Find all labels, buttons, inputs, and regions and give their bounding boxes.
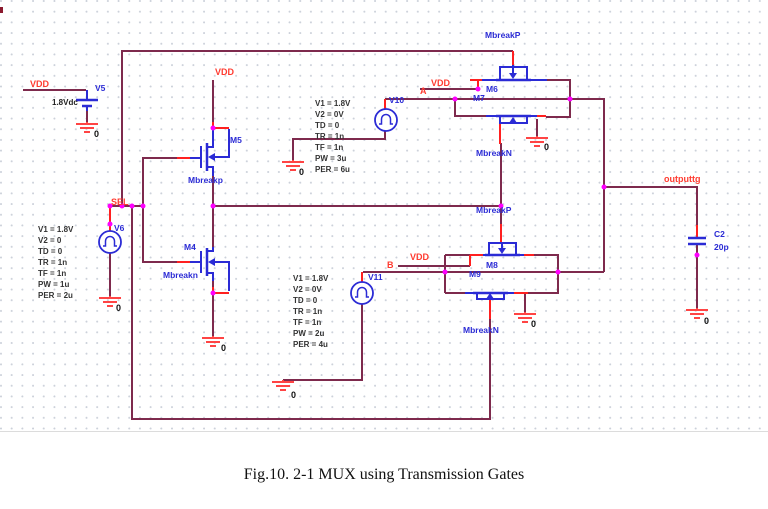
ground-v6: [99, 296, 121, 307]
ground-label-v5: 0: [94, 129, 100, 139]
model-tg1-pmos: MbreakP: [485, 30, 521, 40]
param-line: TF = 1n: [315, 143, 344, 152]
param-line: TF = 1n: [293, 318, 322, 327]
params-v6: V1 = 1.8V V2 = 0 TD = 0 TR = 1n TF = 1n PW = …: [38, 224, 73, 301]
net-label-vdd-left: VDD: [30, 79, 50, 89]
ground-v10: [282, 160, 304, 171]
wires: [23, 50, 698, 420]
schematic-area: VDD VDD VDD VDD SEL A B outputtg V5 M5 M…: [0, 0, 768, 431]
edge-artifact: [0, 7, 3, 13]
schematic-canvas: [23, 50, 708, 420]
net-label-vdd-m5: VDD: [215, 67, 235, 77]
net-label-a: A: [420, 86, 427, 96]
param-line: TD = 0: [38, 247, 63, 256]
net-label-b: B: [387, 260, 394, 270]
ground-label-v6: 0: [116, 303, 122, 313]
ground-m4: [202, 336, 224, 347]
mosfet-m4: [190, 247, 230, 291]
params-v11: V1 = 1.8V V2 = 0V TD = 0 TR = 1n TF = 1n PW =…: [293, 273, 328, 350]
model-tg1-nmos: MbreakN: [476, 148, 512, 158]
ground-label-tg2: 0: [531, 319, 537, 329]
net-label-vdd-tg2: VDD: [410, 252, 430, 262]
ground-tg1: [526, 136, 548, 147]
value-v5: 1.8Vdc: [52, 98, 78, 107]
mosfet-m8: [483, 242, 524, 257]
param-line: PER = 2u: [38, 291, 73, 300]
ground-label-v11: 0: [291, 390, 297, 400]
param-line: V1 = 1.8V: [38, 225, 74, 234]
value-c2: 20p: [714, 242, 729, 252]
param-line: PW = 1u: [38, 280, 70, 289]
refdes-v5: V5: [95, 83, 106, 93]
refdes-m5: M5: [230, 135, 242, 145]
param-line: V2 = 0V: [293, 285, 322, 294]
refdes-c2: C2: [714, 229, 725, 239]
mosfet-m9: [465, 291, 514, 300]
mosfet-m5: [190, 129, 230, 176]
refdes-v6: V6: [114, 223, 125, 233]
ground-label-m4: 0: [221, 343, 227, 353]
pin-stubs: [109, 51, 698, 319]
refdes-m7: M7: [473, 93, 485, 103]
param-line: TD = 0: [315, 121, 340, 130]
params-v10: V1 = 1.8V V2 = 0V TD = 0 TR = 1n TF = 1n PW =…: [315, 98, 350, 175]
param-line: TR = 1n: [293, 307, 323, 316]
model-tg2-pmos: MbreakP: [476, 205, 512, 215]
ground-symbols: [76, 122, 708, 391]
param-line: V2 = 0: [38, 236, 62, 245]
pulse-source-v10: [374, 108, 398, 132]
ground-label-tg1: 0: [544, 142, 550, 152]
param-line: TR = 1n: [315, 132, 345, 141]
figure-caption: Fig.10. 2-1 MUX using Transmission Gates: [243, 466, 525, 483]
param-line: V1 = 1.8V: [315, 99, 351, 108]
pulse-source-v6: [98, 230, 122, 254]
refdes-m9: M9: [469, 269, 481, 279]
net-label-sel: SEL: [111, 197, 129, 207]
schematic-bottom-border: [0, 431, 768, 432]
refdes-m4: M4: [184, 242, 196, 252]
param-line: PW = 2u: [293, 329, 325, 338]
model-m4: Mbreakn: [163, 270, 198, 280]
param-line: TD = 0: [293, 296, 318, 305]
model-m5: Mbreakp: [188, 175, 223, 185]
param-line: PW = 3u: [315, 154, 347, 163]
ground-c2: [686, 308, 708, 319]
param-line: PER = 6u: [315, 165, 350, 174]
refdes-m6: M6: [486, 84, 498, 94]
refdes-v10: V10: [389, 95, 405, 105]
param-line: V2 = 0V: [315, 110, 344, 119]
ground-v11: [272, 380, 294, 391]
net-label-outputtg: outputtg: [664, 174, 701, 184]
refdes-m8: M8: [486, 260, 498, 270]
param-line: TF = 1n: [38, 269, 67, 278]
ground-v5: [76, 122, 98, 133]
param-line: PER = 4u: [293, 340, 328, 349]
ground-label-v10: 0: [299, 167, 305, 177]
mosfet-m7: [486, 114, 537, 124]
mosfet-m6: [482, 65, 547, 82]
dc-source-v5: [76, 90, 98, 111]
ground-label-c2: 0: [704, 316, 710, 326]
model-tg2-nmos: MbreakN: [463, 325, 499, 335]
junction-dots: [107, 86, 700, 296]
capacitor-c2: [688, 236, 706, 246]
param-line: V1 = 1.8V: [293, 274, 329, 283]
ground-tg2: [514, 312, 536, 323]
refdes-v11: V11: [368, 272, 383, 282]
net-label-vdd-tg1: VDD: [431, 78, 451, 88]
pulse-source-v11: [350, 281, 374, 305]
param-line: TR = 1n: [38, 258, 68, 267]
